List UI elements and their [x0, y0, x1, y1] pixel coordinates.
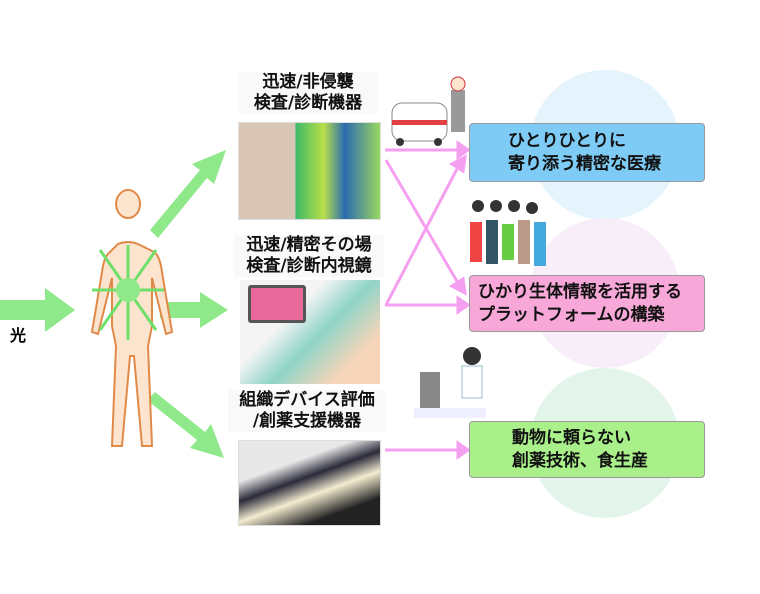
- arrow-to-device-2: [160, 292, 228, 328]
- outcome-box-precision-medicine: ひとりひとりに 寄り添う精密な医療: [469, 123, 705, 182]
- device-3-title-line2: /創薬支援機器: [252, 411, 362, 431]
- green-arrows: [0, 150, 228, 458]
- outcome-box-drug-discovery: 動物に頼らない 創薬技術、食生産: [469, 421, 705, 478]
- device-1-image: [238, 122, 381, 220]
- illustrations: [391, 76, 546, 418]
- device-2-title: 迅速/精密その場 検査/診断内視鏡: [234, 235, 384, 277]
- device-3-title-line1: 組織デバイス評価: [239, 390, 375, 410]
- arrow-to-device-1: [150, 150, 226, 238]
- arrow-to-device-3: [147, 392, 224, 458]
- scientist-icon: [414, 347, 486, 418]
- outcome-2-line2: プラットフォームの構築: [478, 304, 665, 325]
- pink-arrows: [384, 140, 471, 460]
- device-2-title-line1: 迅速/精密その場: [246, 235, 372, 255]
- outcome-2-line1: ひかり生体情報を活用する: [478, 281, 682, 302]
- human-figure: [90, 189, 174, 447]
- people-group-icon: [470, 200, 546, 266]
- paramedic-icon: [451, 90, 465, 132]
- outcome-3-line1: 動物に頼らない: [512, 427, 631, 448]
- outcome-1-line2: 寄り添う精密な医療: [508, 153, 661, 174]
- device-1-title-line1: 迅速/非侵襲: [262, 72, 354, 92]
- device-1-title-line2: 検査/診断機器: [253, 93, 363, 113]
- device-1-title: 迅速/非侵襲 検査/診断機器: [238, 72, 378, 114]
- light-input-arrow: [0, 288, 75, 332]
- outcome-1-line1: ひとりひとりに: [508, 130, 626, 151]
- monitor-icon: [248, 285, 306, 323]
- outcome-box-platform: ひかり生体情報を活用する プラットフォームの構築: [469, 275, 705, 332]
- light-label: 光: [10, 326, 27, 345]
- device-3-image: [238, 440, 381, 526]
- device-2-title-line2: 検査/診断内視鏡: [246, 256, 372, 276]
- outcome-3-line2: 創薬技術、食生産: [512, 450, 648, 471]
- endoscope-illustration: [240, 280, 380, 384]
- device-3-title: 組織デバイス評価 /創薬支援機器: [228, 390, 386, 432]
